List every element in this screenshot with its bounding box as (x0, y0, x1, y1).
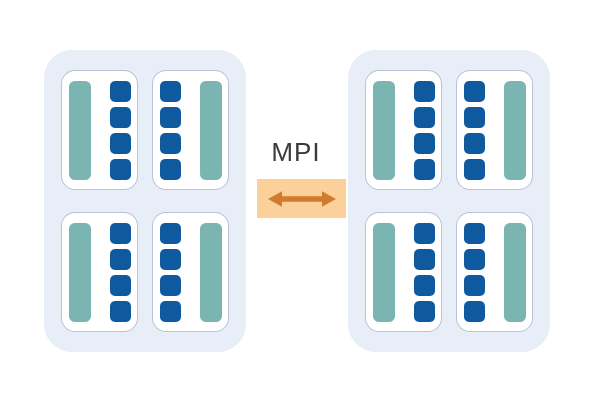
core-square (413, 106, 435, 128)
core-square (413, 300, 435, 322)
socket-card (152, 70, 229, 190)
core-column (109, 80, 131, 180)
socket-card (152, 212, 229, 332)
core-column (109, 222, 131, 322)
core-column (159, 222, 181, 322)
memory-bar (68, 80, 91, 180)
memory-bar (199, 80, 222, 180)
memory-bar (372, 80, 395, 180)
core-column (463, 222, 485, 322)
core-square (109, 80, 131, 102)
core-square (159, 300, 181, 322)
socket-card (61, 212, 138, 332)
memory-bar (503, 80, 526, 180)
core-column (159, 80, 181, 180)
core-square (109, 158, 131, 180)
socket-card (456, 212, 533, 332)
core-column (413, 80, 435, 180)
core-square (159, 80, 181, 102)
memory-bar (372, 222, 395, 322)
core-square (413, 248, 435, 270)
core-square (413, 132, 435, 154)
core-square (109, 248, 131, 270)
core-square (109, 222, 131, 244)
core-square (413, 274, 435, 296)
core-column (463, 80, 485, 180)
socket-card (365, 212, 442, 332)
double-arrow-icon (267, 190, 336, 207)
mpi-label: MPI (271, 137, 321, 167)
core-square (463, 222, 485, 244)
core-square (413, 158, 435, 180)
core-square (159, 158, 181, 180)
core-square (413, 222, 435, 244)
core-square (109, 274, 131, 296)
core-square (109, 300, 131, 322)
socket-card (61, 70, 138, 190)
core-square (413, 80, 435, 102)
core-square (463, 158, 485, 180)
core-square (463, 248, 485, 270)
core-square (463, 300, 485, 322)
core-column (413, 222, 435, 322)
memory-bar (68, 222, 91, 322)
mpi-interconnect-box (257, 179, 346, 218)
memory-bar (503, 222, 526, 322)
core-square (109, 106, 131, 128)
core-square (463, 132, 485, 154)
core-square (109, 132, 131, 154)
socket-card (456, 70, 533, 190)
core-square (159, 222, 181, 244)
compute-node-left (44, 50, 246, 352)
core-square (463, 274, 485, 296)
compute-node-right (348, 50, 550, 352)
core-square (463, 80, 485, 102)
memory-bar (199, 222, 222, 322)
core-square (159, 132, 181, 154)
core-square (463, 106, 485, 128)
socket-card (365, 70, 442, 190)
core-square (159, 248, 181, 270)
core-square (159, 106, 181, 128)
core-square (159, 274, 181, 296)
